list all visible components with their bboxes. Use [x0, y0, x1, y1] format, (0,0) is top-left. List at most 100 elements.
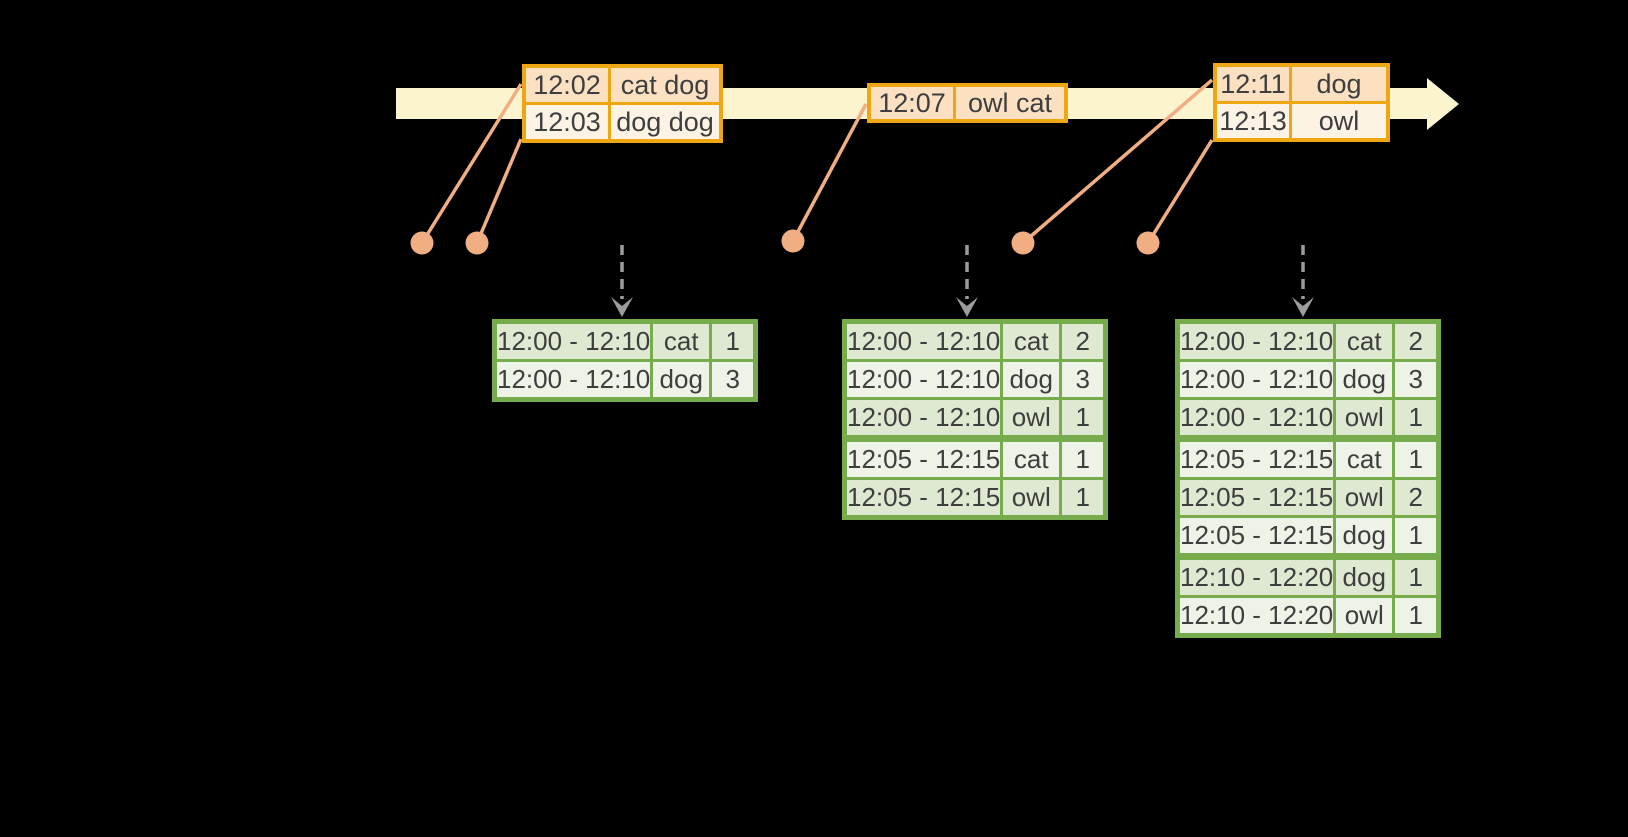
table-row: 12:10 - 12:20 owl 1: [1175, 595, 1441, 637]
window-cell: 12:00 - 12:10: [842, 320, 1004, 362]
word-cell: dog: [650, 359, 713, 401]
count-cell: 2: [1392, 320, 1441, 362]
event-time-cell: 12:02: [526, 68, 611, 102]
window-cell: 12:05 - 12:15: [1175, 477, 1337, 518]
table-row: 12:05 - 12:15 owl 1: [842, 477, 1108, 519]
window-cell: 12:10 - 12:20: [1175, 595, 1337, 637]
word-cell: cat: [650, 320, 713, 362]
trigger-arrowhead-icon: [611, 297, 633, 317]
table-row: 12:00 - 12:10 dog 3: [1175, 359, 1441, 400]
connector-line: [420, 83, 523, 244]
event-time-cell: 12:07: [871, 87, 956, 119]
trigger-arrowheads: [611, 297, 1314, 317]
window-cell: 12:00 - 12:10: [842, 359, 1004, 400]
event-words-cell: dog dog: [616, 106, 714, 137]
event-row: 12:07 owl cat: [871, 87, 1064, 119]
event-dot: [465, 231, 489, 255]
table-row: 12:00 - 12:10 cat 2: [1175, 320, 1441, 362]
count-cell: 3: [709, 359, 758, 401]
count-cell: 3: [1059, 359, 1108, 400]
count-cell: 1: [1392, 435, 1441, 480]
word-cell: owl: [1333, 397, 1396, 440]
count-cell: 1: [1392, 553, 1441, 598]
table-row: 12:00 - 12:10 dog 3: [492, 359, 758, 401]
word-cell: owl: [1333, 595, 1396, 637]
result-table-1: 12:00 - 12:10 cat 1 12:00 - 12:10 dog 3: [492, 319, 759, 402]
table-row: 12:00 - 12:10 dog 3: [842, 359, 1108, 400]
count-cell: 1: [1392, 397, 1441, 440]
event-words-cell: owl: [1318, 105, 1360, 136]
event-time-cell: 12:11: [1217, 67, 1292, 101]
word-cell: cat: [1333, 435, 1396, 480]
connector-line: [475, 138, 523, 244]
table-row: 12:10 - 12:20 dog 1: [1175, 553, 1441, 598]
event-dots: [410, 229, 1160, 255]
count-cell: 1: [709, 320, 758, 362]
window-cell: 12:05 - 12:15: [842, 435, 1004, 480]
window-cell: 12:00 - 12:10: [1175, 320, 1337, 362]
word-cell: dog: [1000, 359, 1063, 400]
word-cell: cat: [1333, 320, 1396, 362]
word-cell: dog: [1333, 359, 1396, 400]
count-cell: 1: [1059, 477, 1108, 519]
window-cell: 12:05 - 12:15: [1175, 515, 1337, 558]
event-words-cell: owl cat: [967, 87, 1053, 118]
window-cell: 12:00 - 12:10: [492, 359, 654, 401]
connector-line: [791, 103, 868, 242]
event-row: 12:13 owl: [1217, 101, 1386, 138]
word-cell: dog: [1333, 515, 1396, 558]
word-cell: dog: [1333, 553, 1396, 598]
table-row: 12:05 - 12:15 cat 1: [842, 435, 1108, 480]
event-dot: [781, 229, 805, 253]
table-row: 12:00 - 12:10 cat 2: [842, 320, 1108, 362]
word-cell: owl: [1000, 397, 1063, 440]
event-row: 12:02 cat dog: [526, 68, 719, 102]
event-words-cell: cat dog: [620, 69, 710, 100]
count-cell: 3: [1392, 359, 1441, 400]
count-cell: 1: [1392, 595, 1441, 637]
event-row: 12:11 dog: [1217, 67, 1386, 101]
event-time-cell: 12:03: [526, 105, 611, 139]
connector-line: [1021, 78, 1214, 245]
count-cell: 2: [1059, 320, 1108, 362]
event-words-cell: dog: [1316, 68, 1362, 99]
connector-lines: [420, 78, 1214, 245]
count-cell: 1: [1059, 397, 1108, 440]
event-box-2: 12:07 owl cat: [867, 83, 1068, 123]
event-dot: [1011, 231, 1035, 255]
count-cell: 2: [1392, 477, 1441, 518]
result-table-2: 12:00 - 12:10 cat 2 12:00 - 12:10 dog 3 …: [842, 319, 1109, 520]
table-row: 12:00 - 12:10 cat 1: [492, 320, 758, 362]
connector-line: [1146, 139, 1214, 244]
table-row: 12:05 - 12:15 dog 1: [1175, 515, 1441, 558]
count-cell: 1: [1059, 435, 1108, 480]
event-row: 12:03 dog dog: [526, 102, 719, 139]
window-cell: 12:00 - 12:10: [1175, 397, 1337, 440]
trigger-arrowhead-icon: [956, 297, 978, 317]
event-time-cell: 12:13: [1217, 104, 1292, 138]
window-cell: 12:05 - 12:15: [842, 477, 1004, 519]
event-box-1: 12:02 cat dog 12:03 dog dog: [522, 64, 723, 143]
result-table-3: 12:00 - 12:10 cat 2 12:00 - 12:10 dog 3 …: [1175, 319, 1442, 638]
timeline-arrowhead-icon: [1427, 78, 1459, 130]
trigger-arrowhead-icon: [1292, 297, 1314, 317]
window-cell: 12:10 - 12:20: [1175, 553, 1337, 598]
table-row: 12:05 - 12:15 cat 1: [1175, 435, 1441, 480]
word-cell: cat: [1000, 320, 1063, 362]
event-dot: [1136, 231, 1160, 255]
window-cell: 12:00 - 12:10: [492, 320, 654, 362]
word-cell: cat: [1000, 435, 1063, 480]
count-cell: 1: [1392, 515, 1441, 558]
word-cell: owl: [1000, 477, 1063, 519]
trigger-arrow-lines: [620, 245, 1305, 299]
window-cell: 12:00 - 12:10: [1175, 359, 1337, 400]
window-cell: 12:05 - 12:15: [1175, 435, 1337, 480]
event-box-3: 12:11 dog 12:13 owl: [1213, 63, 1390, 142]
event-dot: [410, 231, 434, 255]
table-row: 12:05 - 12:15 owl 2: [1175, 477, 1441, 518]
table-row: 12:00 - 12:10 owl 1: [1175, 397, 1441, 440]
table-row: 12:00 - 12:10 owl 1: [842, 397, 1108, 440]
window-cell: 12:00 - 12:10: [842, 397, 1004, 440]
